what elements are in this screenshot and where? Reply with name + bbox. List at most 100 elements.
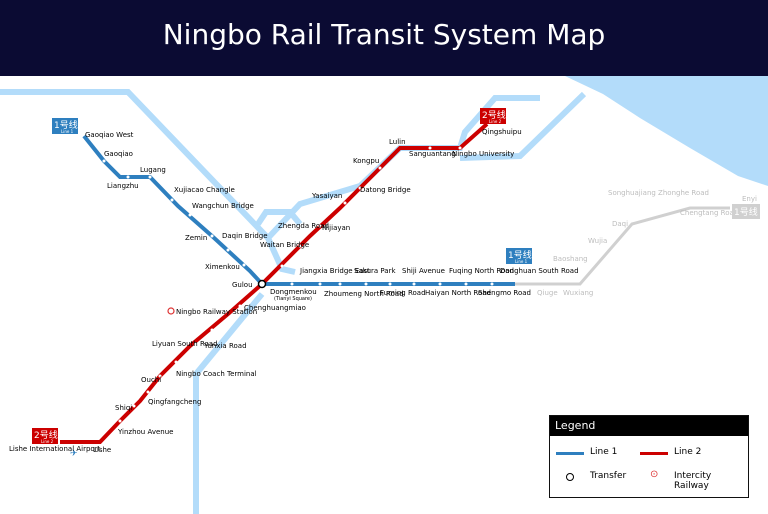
transfer-station-marker — [257, 279, 267, 289]
line-1-badge-bg — [506, 248, 532, 264]
station-dot — [188, 213, 192, 217]
station-dot — [464, 282, 468, 286]
station-label: Donghuan South Road — [500, 267, 579, 275]
future-line: Qiuge Wuxiang Baoshang Wujia Daqi Songhu… — [515, 189, 760, 297]
station-dot — [194, 342, 198, 346]
station-dot — [126, 175, 130, 179]
station-dot — [358, 186, 362, 190]
station-dot — [280, 264, 284, 268]
transit-map: Qiuge Wuxiang Baoshang Wujia Daqi Songhu… — [0, 76, 768, 514]
station-label: Xujiacao Changle — [174, 186, 235, 194]
station-dot — [428, 146, 432, 150]
line-2-badge-sub: Line 2 — [41, 439, 54, 444]
station-label: Daqin Bridge — [222, 232, 268, 240]
station-label-gulou: Gulou — [232, 281, 253, 289]
line-2-badge-main: 2号线 — [482, 109, 506, 121]
airport-icon: ✈ — [70, 449, 78, 459]
station-dot — [210, 234, 214, 238]
legend: Legend Line 1 Line 2 Transfer ⊙ Intercit… — [549, 415, 749, 498]
line-2-track — [60, 122, 489, 444]
future-station-label: Songhuajiang Zhonghe Road — [608, 189, 709, 197]
station-dot — [318, 282, 322, 286]
legend-transfer-icon — [566, 473, 574, 481]
legend-railway-icon: ⊙ — [650, 469, 659, 480]
station-dot — [146, 390, 150, 394]
station-dot — [148, 175, 152, 179]
station-dot — [298, 244, 302, 248]
station-label: Shengmo Road — [478, 289, 531, 297]
legend-title: Legend — [555, 419, 596, 432]
station-label: Qingshuipu — [482, 128, 522, 136]
station-label: Shiqi — [115, 404, 132, 412]
station-label: Yunxia Road — [203, 342, 247, 350]
station-label: Ningbo University — [452, 150, 514, 158]
station-dot — [364, 282, 368, 286]
station-label: Yasaiyan — [311, 192, 342, 200]
station-dot — [170, 198, 174, 202]
station-label: Ningbo Coach Terminal — [176, 370, 257, 378]
station-dot — [458, 146, 462, 150]
station-dot — [210, 328, 214, 332]
station-label: Haiyan North Road — [425, 289, 491, 297]
station-dot — [174, 360, 178, 364]
line-2-badge-sub: Line 2 — [489, 119, 502, 124]
station-label: Gaoqiao West — [85, 131, 134, 139]
line-1-badge-east: 1号线 Line 1 — [506, 248, 532, 264]
line-1-badge-main: 1号线 — [508, 249, 532, 261]
page-title: Ningbo Rail Transit System Map — [162, 18, 606, 51]
future-line-track — [515, 206, 730, 286]
line-1-badge-west: 1号线 Line 1 — [52, 118, 78, 134]
legend-transfer-label: Transfer — [590, 471, 627, 481]
station-dot — [238, 304, 242, 308]
station-label: Ximenkou — [205, 263, 240, 271]
future-station-label: Daqi — [612, 220, 628, 228]
line-2-south-labels: Ningbo Railway Station Chenghuangmiao Li… — [9, 304, 306, 454]
line-1-east-labels: Dongmenkou (Tianyi Square) Jiangxia Brid… — [270, 267, 579, 302]
station-dot — [158, 374, 162, 378]
river-north-branch — [0, 89, 271, 241]
line-2-badge-bg — [32, 428, 58, 444]
legend-line-2-swatch — [640, 452, 668, 455]
station-label-note: (Tianyi Square) — [274, 296, 312, 302]
station-label: Lulin — [389, 138, 406, 146]
station-label: Lugang — [140, 166, 166, 174]
future-station-label: Baoshang — [553, 255, 588, 263]
station-dot — [438, 282, 442, 286]
station-label: Liangzhu — [107, 182, 139, 190]
station-dot — [388, 282, 392, 286]
station-dot — [378, 166, 382, 170]
station-label: Dongmenkou — [270, 288, 317, 296]
future-line-badge — [732, 204, 760, 219]
station-dot — [338, 282, 342, 286]
railway-station-icon — [167, 307, 175, 315]
line-1 — [82, 134, 515, 286]
future-station-label: Qiuge — [537, 289, 558, 297]
line-2-badge-main: 2号线 — [34, 429, 58, 441]
future-station-label: Wuxiang — [563, 289, 593, 297]
station-label: Ningbo Railway Station — [176, 308, 257, 316]
legend-line-1-label: Line 1 — [590, 447, 618, 457]
station-label: Waitan Bridge — [260, 241, 309, 249]
station-dot — [226, 248, 230, 252]
line-1-badge-sub: Line 1 — [515, 259, 528, 264]
station-dot — [343, 201, 347, 205]
station-label: Datong Bridge — [360, 186, 411, 194]
future-line-badge-text: 1号线 — [734, 206, 758, 218]
line-1-badge-main: 1号线 — [54, 119, 78, 131]
station-label: Kongpu — [353, 157, 379, 165]
line-2 — [60, 122, 489, 444]
line-2-badge-bg — [480, 108, 506, 124]
future-station-label: Chengtang Road — [680, 209, 738, 217]
line-2-badge-south: 2号线 Line 2 — [32, 428, 58, 444]
line-2-badge-north: 2号线 Line 2 — [480, 108, 506, 124]
river-south-branch — [193, 292, 265, 514]
station-dot — [290, 282, 294, 286]
station-label: Lishe — [93, 446, 111, 454]
legend-railway-label: Intercity Railway — [674, 471, 712, 491]
station-label: Sakura Park — [354, 267, 396, 275]
line-2-north-labels: Waitan Bridge Zhengda Road Nijiayan Yasa… — [260, 128, 522, 249]
river-loop — [255, 209, 303, 226]
station-dot — [242, 263, 246, 267]
line-1-badge-bg — [52, 118, 78, 134]
river-yong — [265, 236, 296, 275]
